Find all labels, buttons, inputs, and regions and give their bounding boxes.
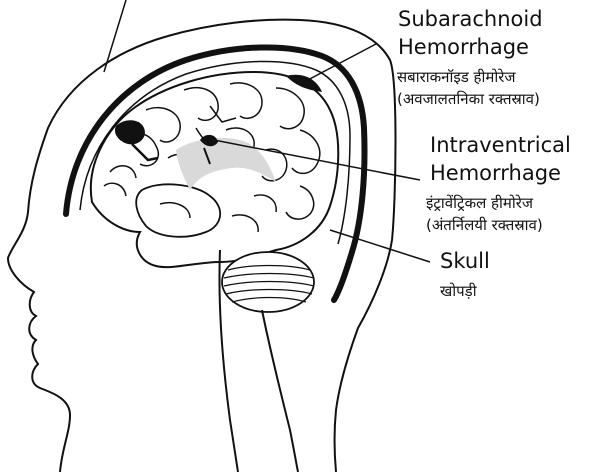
leader-skull bbox=[330, 230, 430, 262]
subarachnoid-label-line1: Subarachnoid bbox=[398, 7, 543, 31]
intraventricular-label-line2: Hemorrhage bbox=[430, 161, 561, 185]
subarachnoid-label-hindi-line2: (अवजालतनिका रक्तस्राव) bbox=[397, 90, 540, 108]
subarachnoid-label-hindi-line1: सबाराकनॉइड हीमोरेज bbox=[397, 68, 516, 86]
subarachnoid-label-line2: Hemorrhage bbox=[398, 35, 529, 59]
skull-label: Skull bbox=[440, 249, 490, 273]
intraventricular-label-hindi-line1: इंट्रावेंट्रिकल हीमोरेज bbox=[426, 194, 534, 212]
leader-subarachnoid bbox=[304, 44, 376, 82]
skull-label-hindi: खोपड़ी bbox=[440, 282, 478, 300]
leader-top-left bbox=[104, 0, 126, 72]
intraventricular-label-hindi-line2: (अंतर्निलयी रक्तस्राव) bbox=[426, 216, 543, 234]
intraventricular-label-line1: Intraventrical bbox=[430, 133, 571, 157]
brainstem-back bbox=[262, 310, 298, 472]
